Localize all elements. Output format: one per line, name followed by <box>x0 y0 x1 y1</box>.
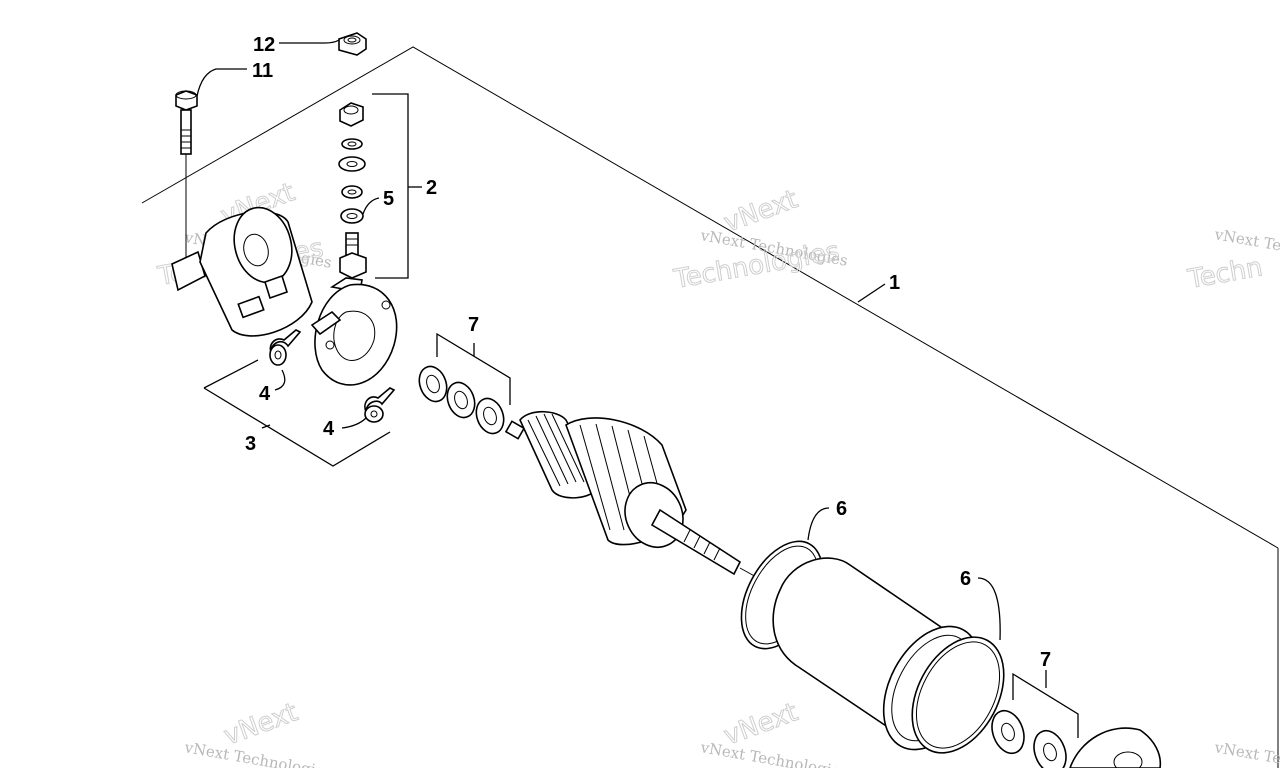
part-armature <box>504 410 759 579</box>
leader-12 <box>279 39 340 44</box>
watermark-brand: vNext <box>220 697 302 751</box>
part-11-bolt <box>175 90 198 155</box>
callout-7-lower: 7 <box>1040 649 1051 671</box>
leader-1 <box>857 283 886 303</box>
leader-4-lower <box>341 417 367 429</box>
callout-7-upper: 7 <box>468 314 479 336</box>
bracket-3-top <box>203 359 259 389</box>
assembly-bracket-1 <box>141 46 1279 768</box>
watermark-brand: vNext <box>720 184 802 238</box>
leader-5 <box>362 197 380 215</box>
callout-6-lower: 6 <box>960 568 971 590</box>
callout-4-upper: 4 <box>259 383 271 405</box>
callout-12: 12 <box>253 34 275 56</box>
watermark-line-partial: vNext Te <box>1212 225 1280 255</box>
callout-4-lower: 4 <box>323 418 335 440</box>
watermark-line: vNext Technologies <box>698 738 849 768</box>
watermark-group: vNext vNext Technologies Technologies vN… <box>155 177 1280 768</box>
leader-6-upper <box>807 507 830 541</box>
watermark-line-partial: vNext Te <box>1212 738 1280 768</box>
bracket-3-bottom <box>203 387 391 467</box>
watermark-5: vNext vNext Technologies <box>698 697 849 768</box>
callout-5: 5 <box>383 188 394 210</box>
leader-3 <box>261 424 271 429</box>
part-front-cover-partial <box>1069 727 1162 768</box>
watermark-2: vNext vNext Technologies Technologies <box>671 184 850 296</box>
part-12-nut <box>338 32 367 56</box>
part-2-terminal-stack <box>329 102 367 293</box>
leader-6-lower <box>977 577 1001 641</box>
part-4-brush-spring-upper <box>269 329 302 366</box>
watermark-3: vNext Te Techn <box>1185 225 1280 296</box>
bracket-2 <box>372 93 409 279</box>
watermark-6: vNext Te <box>1212 738 1280 768</box>
callout-1: 1 <box>889 272 900 294</box>
bracket-7-lower <box>1012 672 1079 738</box>
part-3-brush-plate <box>310 283 398 386</box>
callout-2: 2 <box>426 177 437 199</box>
part-3-end-cover <box>171 206 313 337</box>
part-4-brush-spring-lower <box>364 387 396 423</box>
callout-6-upper: 6 <box>836 498 847 520</box>
watermark-4: vNext vNext Technologies <box>182 697 333 768</box>
leader-11 <box>196 68 247 97</box>
callout-11: 11 <box>252 60 273 82</box>
part-7-washers-lower <box>991 709 1067 768</box>
watermark-line-big-partial: Techn <box>1185 252 1265 295</box>
callout-3: 3 <box>245 433 256 455</box>
part-7-washers-upper <box>418 365 505 435</box>
watermark-line: vNext Technologies <box>182 738 333 768</box>
leader-4-upper <box>274 369 286 391</box>
part-6-o-ring-lower <box>911 636 1005 754</box>
